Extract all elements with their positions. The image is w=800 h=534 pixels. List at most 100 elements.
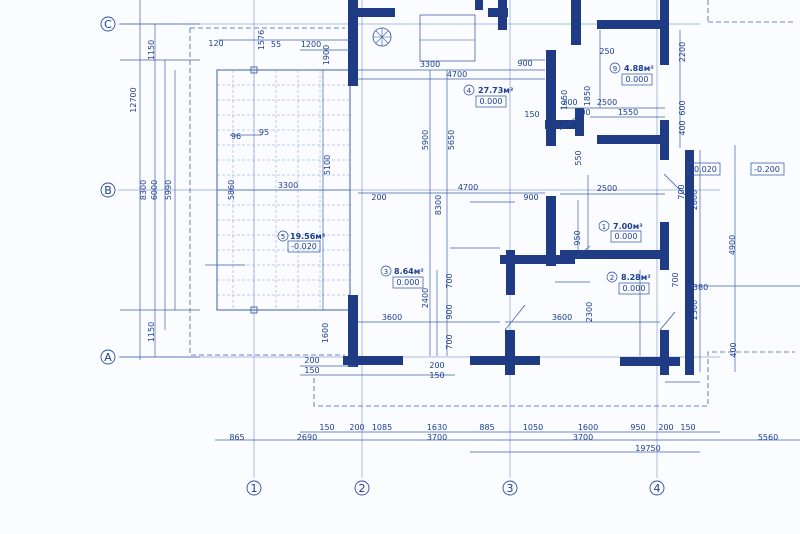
svg-text:1950: 1950: [560, 90, 569, 110]
svg-text:2400: 2400: [421, 288, 430, 308]
svg-text:5650: 5650: [447, 130, 456, 150]
svg-text:2500: 2500: [597, 184, 617, 193]
svg-text:900: 900: [523, 193, 538, 202]
svg-text:150: 150: [429, 371, 444, 380]
svg-text:865: 865: [229, 433, 244, 442]
svg-text:2300: 2300: [690, 300, 699, 320]
level-mark-2: -0.200: [754, 165, 780, 174]
svg-text:3300: 3300: [278, 181, 298, 190]
svg-text:2690: 2690: [297, 433, 317, 442]
bottom-dimension-chain: [215, 365, 800, 453]
svg-text:27.73м²: 27.73м²: [478, 86, 514, 95]
svg-text:1600: 1600: [578, 423, 598, 432]
svg-text:6000: 6000: [150, 180, 159, 200]
svg-text:1380: 1380: [688, 283, 708, 292]
room-9: 9 4.88м² 0.000: [609, 62, 654, 86]
svg-text:1576: 1576: [257, 30, 266, 50]
svg-text:4.88м²: 4.88м²: [624, 64, 654, 73]
svg-text:19750: 19750: [635, 444, 660, 453]
svg-text:400: 400: [729, 342, 738, 357]
svg-text:3700: 3700: [427, 433, 447, 442]
svg-text:8.64м²: 8.64м²: [394, 267, 424, 276]
svg-text:2500: 2500: [597, 98, 617, 107]
svg-text:700: 700: [671, 272, 680, 287]
svg-text:-0.020: -0.020: [291, 242, 317, 251]
svg-text:4: 4: [467, 87, 472, 95]
svg-text:200: 200: [429, 361, 444, 370]
bottom-dimension-texts: 150 200 1085 1630 885 1050 1600 950 200 …: [229, 423, 778, 453]
svg-text:885: 885: [479, 423, 494, 432]
dashed-outlines: [189, 0, 795, 407]
svg-text:200: 200: [658, 423, 673, 432]
svg-text:4700: 4700: [447, 70, 467, 79]
svg-text:1550: 1550: [618, 108, 638, 117]
svg-text:150: 150: [319, 423, 334, 432]
svg-text:2: 2: [610, 274, 614, 282]
svg-text:9: 9: [613, 65, 617, 73]
svg-text:1600: 1600: [321, 323, 330, 343]
room-2: 2 8.28м² 0.000: [606, 271, 651, 295]
room-labels: 4 27.73м² 0.000 9 4.88м² 0.000 5 19.56м²…: [277, 62, 654, 295]
svg-text:1630: 1630: [427, 423, 447, 432]
svg-text:5560: 5560: [758, 433, 778, 442]
svg-text:120: 120: [208, 39, 223, 48]
svg-text:55: 55: [271, 40, 281, 49]
svg-text:2200: 2200: [678, 42, 687, 62]
svg-text:700: 700: [445, 273, 454, 288]
svg-text:0.000: 0.000: [626, 75, 649, 84]
room-3: 3 8.64м² 0.000: [380, 265, 424, 289]
left-dimension-texts: 12700 1150 8300 6000 5990 5860 1150: [129, 40, 236, 342]
svg-text:1150: 1150: [147, 40, 156, 60]
svg-text:3600: 3600: [382, 313, 402, 322]
svg-text:400: 400: [678, 120, 687, 135]
axis-label-c: C: [104, 18, 112, 31]
room-4: 4 27.73м² 0.000: [463, 84, 514, 108]
svg-text:700: 700: [677, 184, 686, 199]
svg-text:3700: 3700: [573, 433, 593, 442]
svg-text:3300: 3300: [420, 60, 440, 69]
door-swings: [504, 117, 686, 331]
interior-dimension-texts: 3300 4700 3300 4700 200 5900 5650 8300 5…: [208, 30, 738, 380]
svg-text:3: 3: [384, 268, 388, 276]
axis-label-1: 1: [251, 482, 258, 495]
svg-text:700: 700: [445, 334, 454, 349]
svg-text:1050: 1050: [523, 423, 543, 432]
axis-label-4: 4: [654, 482, 661, 495]
svg-text:5990: 5990: [164, 180, 173, 200]
axis-label-2: 2: [359, 482, 366, 495]
svg-text:950: 950: [630, 423, 645, 432]
svg-text:95: 95: [259, 128, 269, 137]
column-axis-markers: 1 2 3 4: [246, 480, 665, 496]
svg-text:200: 200: [371, 193, 386, 202]
svg-text:150: 150: [680, 423, 695, 432]
svg-text:8300: 8300: [434, 195, 443, 215]
svg-text:250: 250: [599, 47, 614, 56]
svg-text:200: 200: [304, 356, 319, 365]
axis-label-a: A: [104, 351, 112, 364]
svg-text:2800: 2800: [690, 190, 699, 210]
axis-label-3: 3: [507, 482, 514, 495]
svg-text:1: 1: [602, 223, 606, 231]
svg-text:5100: 5100: [323, 155, 332, 175]
svg-text:550: 550: [574, 150, 583, 165]
room-1: 1 7.00м² 0.000: [598, 220, 643, 243]
svg-text:150: 150: [304, 366, 319, 375]
svg-text:200: 200: [562, 98, 577, 107]
svg-text:5900: 5900: [421, 130, 430, 150]
left-dimension-chain: [120, 0, 200, 360]
walls: [343, 0, 694, 375]
level-mark-1: -0.020: [691, 165, 717, 174]
svg-text:800: 800: [575, 108, 590, 117]
svg-text:19.56м²: 19.56м²: [290, 232, 326, 241]
svg-text:3600: 3600: [552, 313, 572, 322]
stair-symbol: [372, 14, 476, 62]
svg-text:96: 96: [231, 132, 241, 141]
svg-text:5: 5: [281, 233, 285, 241]
svg-text:4900: 4900: [728, 235, 737, 255]
svg-text:150: 150: [524, 110, 539, 119]
svg-text:0.000: 0.000: [480, 97, 503, 106]
svg-text:1200: 1200: [301, 40, 321, 49]
dimension-lines: [205, 30, 800, 372]
axis-label-b: B: [104, 184, 112, 197]
